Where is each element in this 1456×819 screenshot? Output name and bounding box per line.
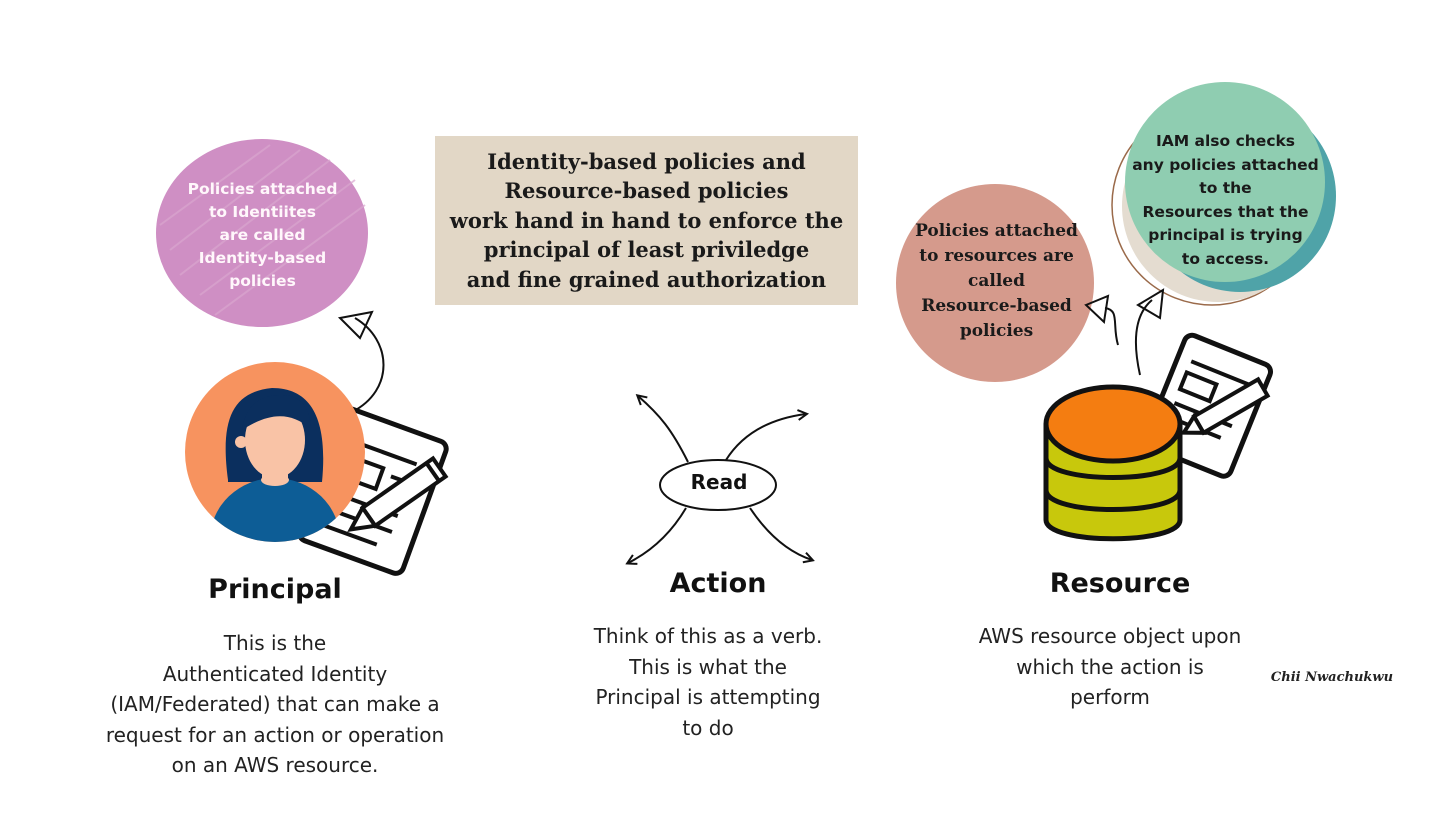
identity-policy-bubble: [156, 139, 368, 327]
summary-line: principal of least priviledge: [483, 237, 810, 263]
iam-check-bubble: [1111, 82, 1336, 306]
database-icon: [1043, 384, 1183, 542]
identity-policy-line: Identity-based: [198, 249, 327, 267]
principal-description-line: This is the: [223, 631, 327, 655]
iam-check-line: any policies attached: [1132, 155, 1319, 174]
iam-check-line: principal is trying: [1148, 226, 1303, 244]
principal-description-line: Authenticated Identity: [162, 661, 388, 686]
principal-heading: Principal: [208, 574, 342, 605]
iam-check-line: IAM also checks: [1155, 132, 1296, 150]
resource-policy-line: Resource-based: [921, 296, 1072, 316]
action-description: Think of this as a verb. This is what th…: [568, 621, 848, 743]
summary-line: Resource-based policies: [504, 178, 789, 204]
identity-policy-line: to Identiites: [208, 203, 317, 221]
iam-check-line: to access.: [1181, 249, 1270, 268]
iam-check-line: Resources that the: [1142, 202, 1309, 221]
action-heading: Action: [669, 568, 767, 599]
action-description-line: Principal is attempting: [595, 685, 821, 709]
action-description-line: This is what the: [629, 654, 787, 679]
resource-description-line: which the action is: [1016, 654, 1204, 679]
resource-policy-line: Policies attached: [915, 221, 1078, 241]
resource-description-line: perform: [1070, 685, 1150, 709]
identity-policy-text: Policies attached to Identiites are call…: [170, 178, 355, 293]
resource-policy-line: to resources are: [919, 246, 1074, 266]
principal-description-line: (IAM/Federated) that can make a: [110, 692, 440, 716]
identity-policy-line: Policies attached: [187, 180, 338, 198]
summary-line: Identity-based policies and: [487, 148, 806, 174]
arrowhead-sketch-icon: [1084, 294, 1110, 325]
action-read-label: Read: [690, 470, 748, 494]
identity-policy-line: policies: [229, 272, 296, 290]
arrowhead-sketch-icon: [337, 310, 374, 340]
resource-policy-line: policies: [959, 321, 1034, 341]
summary-line: work hand in hand to enforce the: [449, 207, 844, 233]
resource-description: AWS resource object upon which the actio…: [955, 621, 1265, 713]
curved-arrow-to-identity-policy: [351, 317, 385, 413]
action-read-diagram: [628, 396, 812, 563]
resource-description-line: AWS resource object upon: [978, 624, 1242, 648]
action-description-line: to do: [682, 715, 734, 740]
principal-description-line: request for an action or operation: [105, 722, 445, 747]
principal-description-line: on an AWS resource.: [171, 753, 379, 777]
resource-policy-text: Policies attached to resources are calle…: [904, 219, 1089, 344]
iam-check-text: IAM also checks any policies attached to…: [1128, 130, 1323, 271]
resource-heading: Resource: [1049, 568, 1191, 599]
author-signature: Chii Nwachukwu: [1270, 670, 1394, 685]
resource-policy-bubble: [896, 184, 1094, 382]
pencil-icon: [1180, 376, 1271, 436]
curved-arrow-to-resource-policy: [1104, 307, 1119, 346]
summary-line: and fine grained authorization: [466, 266, 827, 292]
arrowhead-sketch-icon: [1136, 288, 1165, 320]
policies-summary-box: Identity-based policies and Resource-bas…: [435, 136, 858, 305]
identity-policy-line: are called: [219, 226, 306, 244]
principal-avatar: [185, 362, 365, 542]
action-description-line: Think of this as a verb.: [593, 624, 823, 648]
iam-check-line: to the: [1199, 179, 1252, 197]
resource-policy-line: called: [968, 271, 1025, 291]
curved-arrow-to-iam-check: [1134, 299, 1153, 376]
principal-description: This is the Authenticated Identity (IAM/…: [70, 628, 480, 781]
pencil-icon: [347, 455, 449, 532]
